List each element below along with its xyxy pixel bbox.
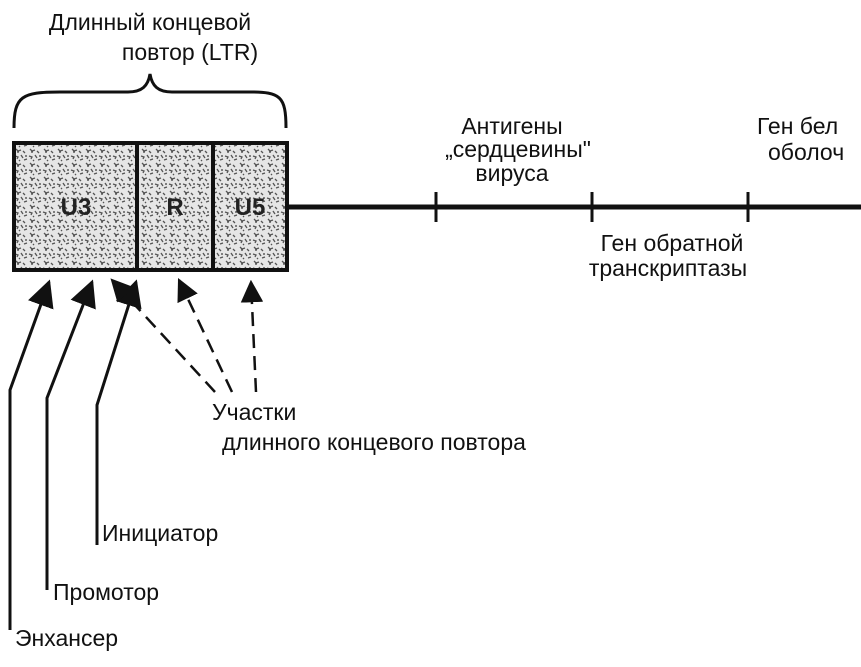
segment-u5-label: U5 [235,194,266,221]
pol-label-line2: транскриптазы [589,255,747,281]
ltr-regions-line2: длинного концевого повтора [222,429,526,455]
promoter-arrow [45,279,96,590]
ltr-regions-line1: Участки [212,399,296,425]
initiator-label: Инициатор [102,520,218,546]
ltr-region-arrows [110,277,264,393]
env-label-line2: оболоч [768,139,844,165]
ltr-title-line2: повтор (LTR) [122,39,258,65]
env-label-line1: Ген бел [757,113,838,139]
enhancer-label: Энхансер [15,625,118,651]
gag-label-line1: Антигены [461,113,562,139]
promoter-label: Промотор [53,579,159,605]
gag-label-line3: вируса [475,160,548,186]
pol-label-line1: Ген обратной [601,230,744,256]
segment-r-label: R [166,194,183,221]
ltr-brace [12,73,288,129]
ltr-title-line1: Длинный концевой [49,9,251,35]
segment-u3-label: U3 [61,194,92,221]
enhancer-arrow [8,279,54,630]
initiator-arrow [95,279,142,545]
gag-label-line2: „сердцевины" [445,136,591,162]
ltr-box: U3 R U5 [12,141,289,272]
